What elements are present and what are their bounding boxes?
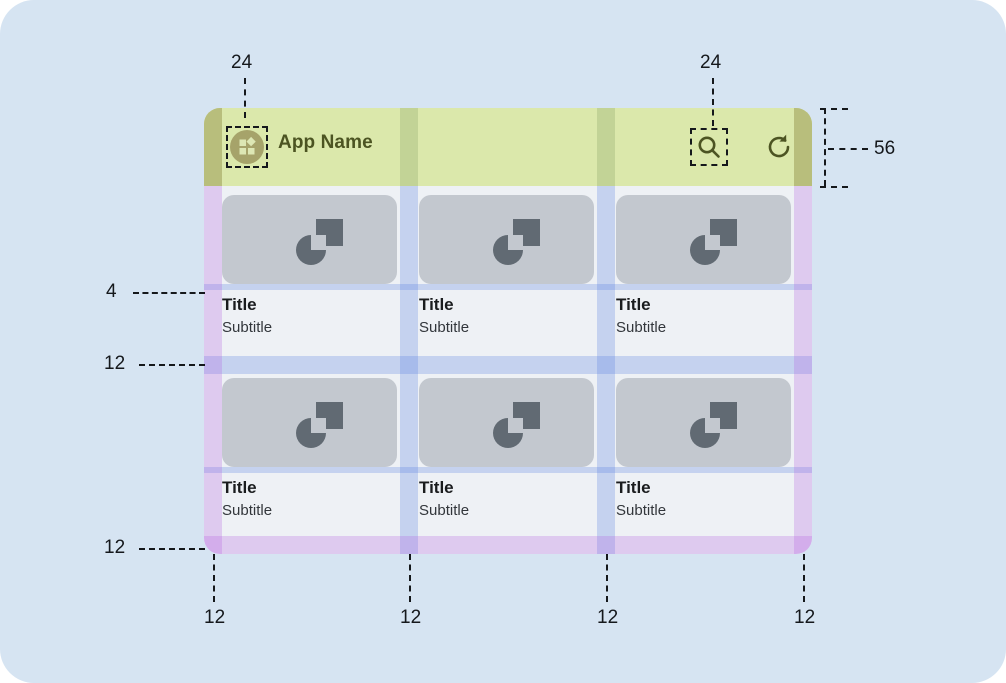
annotation-label-action-inset: 24 [700, 52, 722, 73]
appbar-column-stripe [204, 108, 222, 186]
image-placeholder-notch [705, 418, 720, 433]
image-placeholder-notch [311, 418, 326, 433]
card-image [222, 195, 397, 284]
annotation-leader-line [828, 148, 868, 150]
annotation-label-image-title-gap: 4 [106, 281, 117, 302]
card-title: Title [419, 478, 454, 497]
app-bar-title: App Name [278, 132, 373, 153]
card-title: Title [419, 295, 454, 314]
card-title: Title [616, 478, 651, 497]
annotation-bracket-side [824, 108, 826, 186]
appbar-column-stripe [400, 108, 418, 186]
annotation-leader-line [712, 78, 714, 126]
annotation-leader-line [244, 78, 246, 118]
card-title: Title [616, 295, 651, 314]
annotation-leader-line [606, 554, 608, 602]
card-title: Title [222, 478, 257, 497]
image-placeholder-notch [508, 235, 523, 250]
card[interactable]: Title Subtitle [419, 378, 594, 520]
annotation-leader-line [213, 554, 215, 602]
annotation-label-leading-inset: 24 [231, 52, 253, 73]
card-grid: Title Subtitle Title Subtitle Title [204, 186, 812, 554]
card-image [616, 378, 791, 467]
annotation-bracket-bottom [820, 186, 848, 188]
app-grid-avatar-icon[interactable] [230, 130, 264, 164]
refresh-icon[interactable] [764, 132, 794, 162]
card-subtitle: Subtitle [222, 502, 273, 519]
card[interactable]: Title Subtitle [616, 378, 791, 520]
appbar-column-stripe [794, 108, 812, 186]
annotation-label-gutter-2: 12 [597, 607, 619, 628]
annotation-label-gutter-1: 12 [400, 607, 422, 628]
card[interactable]: Title Subtitle [616, 195, 791, 337]
image-placeholder-notch [311, 235, 326, 250]
refresh-glyph [768, 134, 790, 158]
card-image [419, 195, 594, 284]
appbar-column-stripe [597, 108, 615, 186]
card-image [419, 378, 594, 467]
annotation-bracket-top [820, 108, 848, 110]
annotation-label-appbar-height: 56 [874, 138, 896, 159]
card-image [616, 195, 791, 284]
annotation-leader-line [133, 292, 205, 294]
card-title: Title [222, 295, 257, 314]
app-surface: App Name [204, 108, 812, 554]
annotation-label-bottom-padding: 12 [104, 537, 126, 558]
app-bar: App Name [204, 108, 812, 186]
annotation-leader-line [139, 548, 205, 550]
card[interactable]: Title Subtitle [222, 195, 397, 337]
annotation-leader-line [409, 554, 411, 602]
card-subtitle: Subtitle [616, 319, 667, 336]
card-subtitle: Subtitle [419, 502, 470, 519]
annotation-label-row-gap: 12 [104, 353, 126, 374]
card[interactable]: Title Subtitle [222, 378, 397, 520]
image-placeholder-notch [508, 418, 523, 433]
annotation-leader-line [803, 554, 805, 602]
card-image [222, 378, 397, 467]
grid-diamond-glyph [239, 136, 256, 155]
card-subtitle: Subtitle [419, 319, 470, 336]
annotation-leader-line [139, 364, 205, 366]
avatar [230, 130, 264, 164]
card-subtitle: Subtitle [616, 502, 667, 519]
card-subtitle: Subtitle [222, 319, 273, 336]
card[interactable]: Title Subtitle [419, 195, 594, 337]
annotation-label-grid-right-padding: 12 [794, 607, 816, 628]
search-glyph [698, 136, 720, 158]
annotation-label-grid-left-padding: 12 [204, 607, 226, 628]
image-placeholder-notch [705, 235, 720, 250]
search-icon[interactable] [694, 132, 724, 162]
